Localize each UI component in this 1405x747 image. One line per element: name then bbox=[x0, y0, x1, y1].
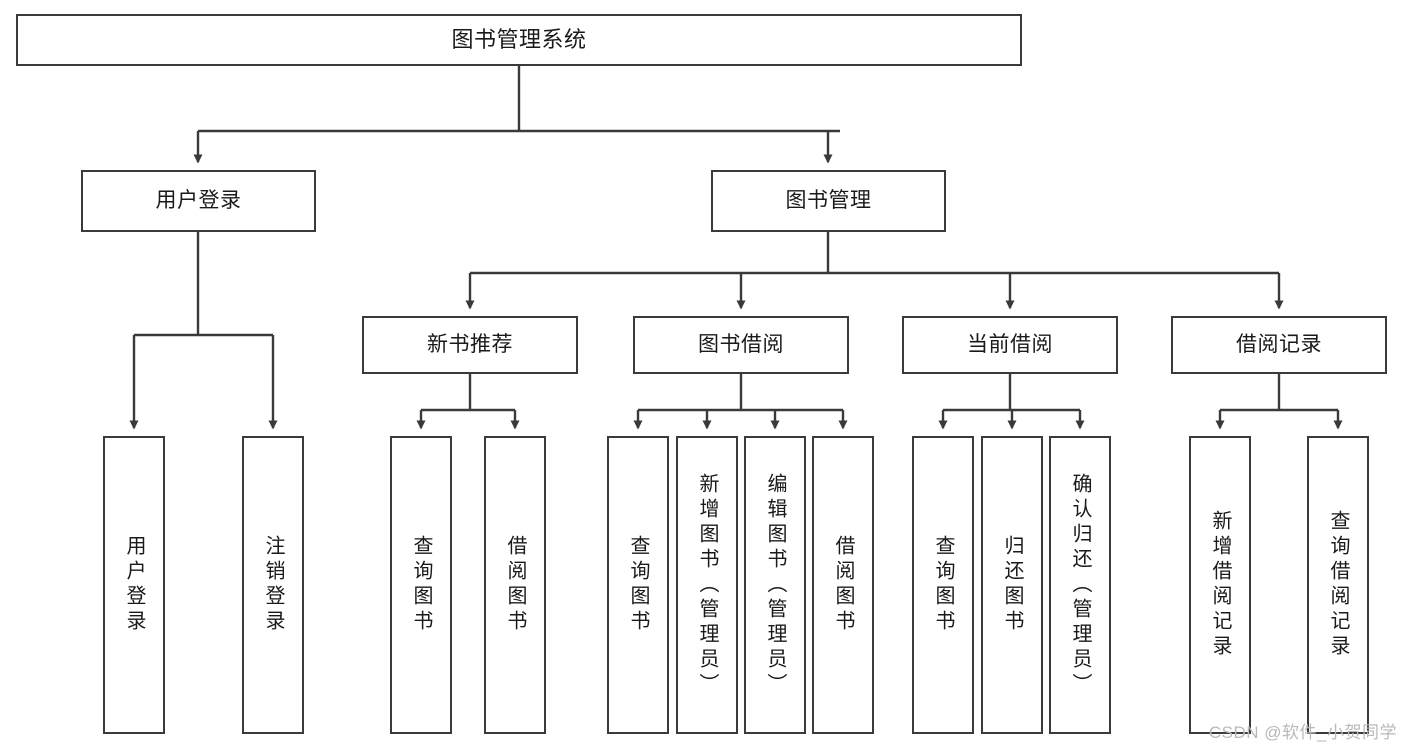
node-current-borrow[interactable]: 当前借阅 bbox=[902, 316, 1118, 374]
node-root-label: 图书管理系统 bbox=[451, 27, 587, 53]
leaf-return-book[interactable]: 归还图书 bbox=[981, 436, 1043, 734]
leaf-add-book-admin-label: 新增图书（管理员） bbox=[696, 472, 718, 698]
leaf-confirm-return-admin[interactable]: 确认归还（管理员） bbox=[1049, 436, 1111, 734]
leaf-add-borrow-record-label: 新增借阅记录 bbox=[1209, 510, 1231, 660]
leaf-query-book-borrow-label: 查询图书 bbox=[627, 535, 649, 635]
node-user-login-label: 用户登录 bbox=[155, 188, 242, 212]
node-book-management[interactable]: 图书管理 bbox=[711, 170, 946, 232]
leaf-logout-label: 注销登录 bbox=[262, 535, 284, 635]
node-current-borrow-label: 当前借阅 bbox=[967, 332, 1053, 356]
leaf-edit-book-admin[interactable]: 编辑图书（管理员） bbox=[744, 436, 806, 734]
leaf-confirm-return-admin-label: 确认归还（管理员） bbox=[1069, 472, 1091, 698]
leaf-user-login[interactable]: 用户登录 bbox=[103, 436, 165, 734]
leaf-borrow-book-recommend-label: 借阅图书 bbox=[504, 535, 526, 635]
node-book-management-label: 图书管理 bbox=[785, 188, 872, 212]
node-user-login[interactable]: 用户登录 bbox=[81, 170, 316, 232]
leaf-query-book-recommend-label: 查询图书 bbox=[410, 535, 432, 635]
leaf-borrow-book[interactable]: 借阅图书 bbox=[812, 436, 874, 734]
leaf-logout[interactable]: 注销登录 bbox=[242, 436, 304, 734]
node-new-book-recommend[interactable]: 新书推荐 bbox=[362, 316, 578, 374]
node-book-borrow-label: 图书借阅 bbox=[698, 332, 784, 356]
leaf-query-book-current[interactable]: 查询图书 bbox=[912, 436, 974, 734]
leaf-query-borrow-record-label: 查询借阅记录 bbox=[1327, 510, 1349, 660]
leaf-query-book-current-label: 查询图书 bbox=[932, 535, 954, 635]
leaf-edit-book-admin-label: 编辑图书（管理员） bbox=[764, 472, 786, 698]
node-borrow-record[interactable]: 借阅记录 bbox=[1171, 316, 1387, 374]
node-book-borrow[interactable]: 图书借阅 bbox=[633, 316, 849, 374]
leaf-borrow-book-recommend[interactable]: 借阅图书 bbox=[484, 436, 546, 734]
node-borrow-record-label: 借阅记录 bbox=[1236, 332, 1322, 356]
leaf-user-login-label: 用户登录 bbox=[123, 535, 145, 635]
leaf-query-borrow-record[interactable]: 查询借阅记录 bbox=[1307, 436, 1369, 734]
watermark: CSDN @软件_小贺同学 bbox=[1208, 723, 1397, 742]
node-new-book-recommend-label: 新书推荐 bbox=[427, 332, 513, 356]
node-root[interactable]: 图书管理系统 bbox=[16, 14, 1022, 66]
leaf-borrow-book-label: 借阅图书 bbox=[832, 535, 854, 635]
leaf-add-borrow-record[interactable]: 新增借阅记录 bbox=[1189, 436, 1251, 734]
leaf-query-book-borrow[interactable]: 查询图书 bbox=[607, 436, 669, 734]
leaf-add-book-admin[interactable]: 新增图书（管理员） bbox=[676, 436, 738, 734]
leaf-query-book-recommend[interactable]: 查询图书 bbox=[390, 436, 452, 734]
leaf-return-book-label: 归还图书 bbox=[1001, 535, 1023, 635]
